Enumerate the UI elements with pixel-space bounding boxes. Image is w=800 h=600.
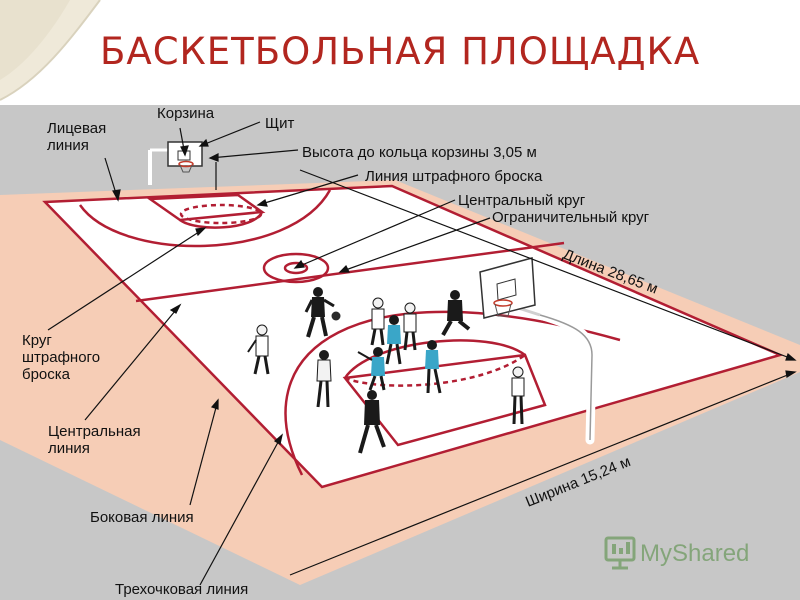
three-point-line-near xyxy=(284,310,621,476)
restricted-circle-line xyxy=(283,261,309,275)
watermark: MyShared xyxy=(604,536,749,570)
title-band: БАСКЕТБОЛЬНАЯ ПЛОЩАДКА xyxy=(0,0,800,105)
label-three-point-line: Трехочковая линия xyxy=(115,581,248,598)
player-icon xyxy=(358,390,386,454)
court-lines xyxy=(42,184,784,489)
leader-lines xyxy=(47,121,797,586)
label-rim-height: Высота до кольца корзины 3,05 м xyxy=(302,144,537,161)
near-basket xyxy=(479,257,597,445)
player-icon xyxy=(304,287,335,338)
free-throw-circle-near-dashed xyxy=(344,353,526,387)
label-center-circle: Центральный круг xyxy=(458,192,586,209)
ball-icon xyxy=(331,311,341,321)
center-circle xyxy=(262,252,330,284)
player-icon xyxy=(247,324,270,375)
label-restricted-circle: Ограничительный круг xyxy=(492,209,650,226)
three-point-line-far xyxy=(78,189,332,248)
player-icon xyxy=(385,315,402,365)
player-icon xyxy=(425,340,442,394)
label-end-line: Лицевая линия xyxy=(47,120,110,154)
player-icon xyxy=(441,290,471,336)
court-diagram: Корзина Щит Лицевая линия Высота до коль… xyxy=(0,105,800,600)
label-backboard: Щит xyxy=(265,115,294,132)
decorative-swoosh xyxy=(0,0,101,101)
label-free-throw-circle: Круг штрафного броска xyxy=(22,332,104,383)
court-boundary xyxy=(42,184,784,489)
watermark-text: MyShared xyxy=(640,540,749,567)
page-title: БАСКЕТБОЛЬНАЯ ПЛОЩАДКА xyxy=(100,30,701,73)
free-throw-circle-far-dashed xyxy=(179,203,263,225)
center-line xyxy=(135,241,565,303)
player-icon xyxy=(357,347,386,391)
label-free-throw-line: Линия штрафного броска xyxy=(365,168,543,185)
player-icon xyxy=(511,366,525,425)
free-throw-lane-near xyxy=(342,353,547,447)
player-icon xyxy=(370,297,385,346)
players xyxy=(247,287,525,454)
label-basket: Корзина xyxy=(157,105,215,122)
label-center-line: Центральная линия xyxy=(48,423,145,457)
player-icon xyxy=(403,302,417,351)
basket-icon xyxy=(493,299,513,317)
basket-icon xyxy=(178,160,194,173)
monitor-logo-icon xyxy=(604,536,636,570)
player-icon xyxy=(316,350,332,408)
label-side-line: Боковая линия xyxy=(90,509,194,526)
